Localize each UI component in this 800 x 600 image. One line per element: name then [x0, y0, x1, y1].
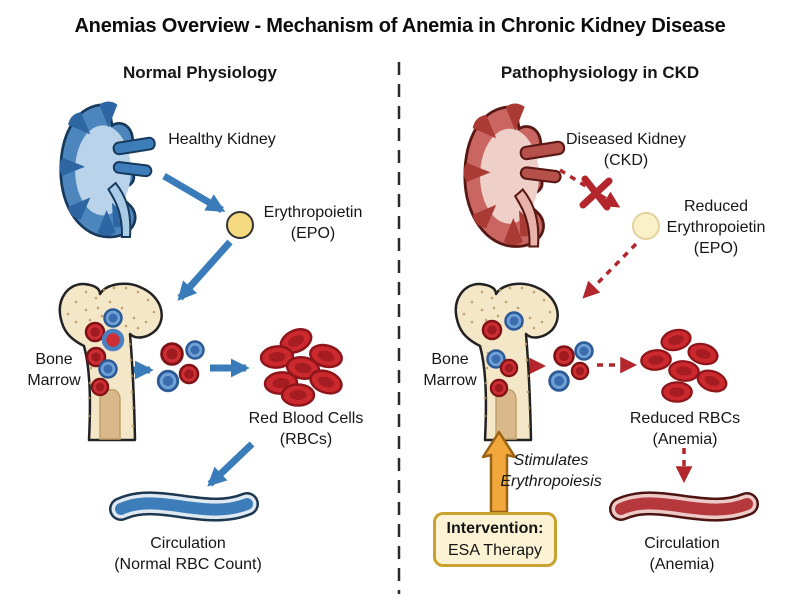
epo-label: Erythropoietin (EPO) [263, 204, 363, 242]
reduced-rbcs-label: Reduced RBCs (Anemia) [629, 410, 741, 448]
arrow-rbc-to-circulation [207, 441, 255, 487]
progenitor-cells-left [156, 340, 205, 393]
healthy-kidney-icon [59, 102, 155, 237]
stimulates-erythropoiesis-label: Stimulates Erythropoiesis [500, 452, 602, 490]
epo-molecule-icon [226, 211, 254, 239]
rbc-label: Red Blood Cells (RBCs) [248, 410, 364, 448]
bone-marrow-label-right: Bone Marrow [423, 351, 477, 389]
dashed-arrow-epo-to-marrow [582, 242, 638, 299]
rbc-cluster-normal [258, 323, 346, 407]
rbc-cluster-reduced [639, 325, 731, 403]
diagram-title: Anemias Overview - Mechanism of Anemia i… [74, 15, 726, 37]
blood-vessel-normal [109, 491, 259, 522]
progenitor-cells-right [548, 341, 594, 392]
left-panel-heading: Normal Physiology [123, 63, 277, 82]
circulation-label-normal: Circulation (Normal RBC Count) [114, 535, 262, 573]
right-panel-heading: Pathophysiology in CKD [500, 63, 700, 82]
diseased-kidney-icon [463, 104, 565, 247]
intervention-title: Intervention: [446, 519, 544, 537]
reduced-epo-label: Reduced Erythropoietin (EPO) [666, 198, 766, 257]
diseased-kidney-label: Diseased Kidney (CKD) [565, 131, 687, 169]
bone-marrow-label-left: Bone Marrow [27, 351, 81, 389]
arrow-kidney-to-epo [162, 172, 226, 214]
normal-flow-arrows [130, 172, 255, 487]
intervention-esa-box: Intervention: ESA Therapy [433, 512, 557, 567]
reduced-epo-molecule-icon [632, 212, 660, 240]
esa-stimulation-arrow [481, 430, 517, 514]
arrow-epo-to-marrow [177, 239, 233, 301]
blood-vessel-anemia [609, 491, 759, 522]
intervention-body: ESA Therapy [448, 541, 542, 559]
circulation-label-anemia: Circulation (Anemia) [644, 535, 720, 573]
blocked-x-icon [579, 175, 613, 211]
healthy-kidney-label: Healthy Kidney [168, 131, 276, 148]
